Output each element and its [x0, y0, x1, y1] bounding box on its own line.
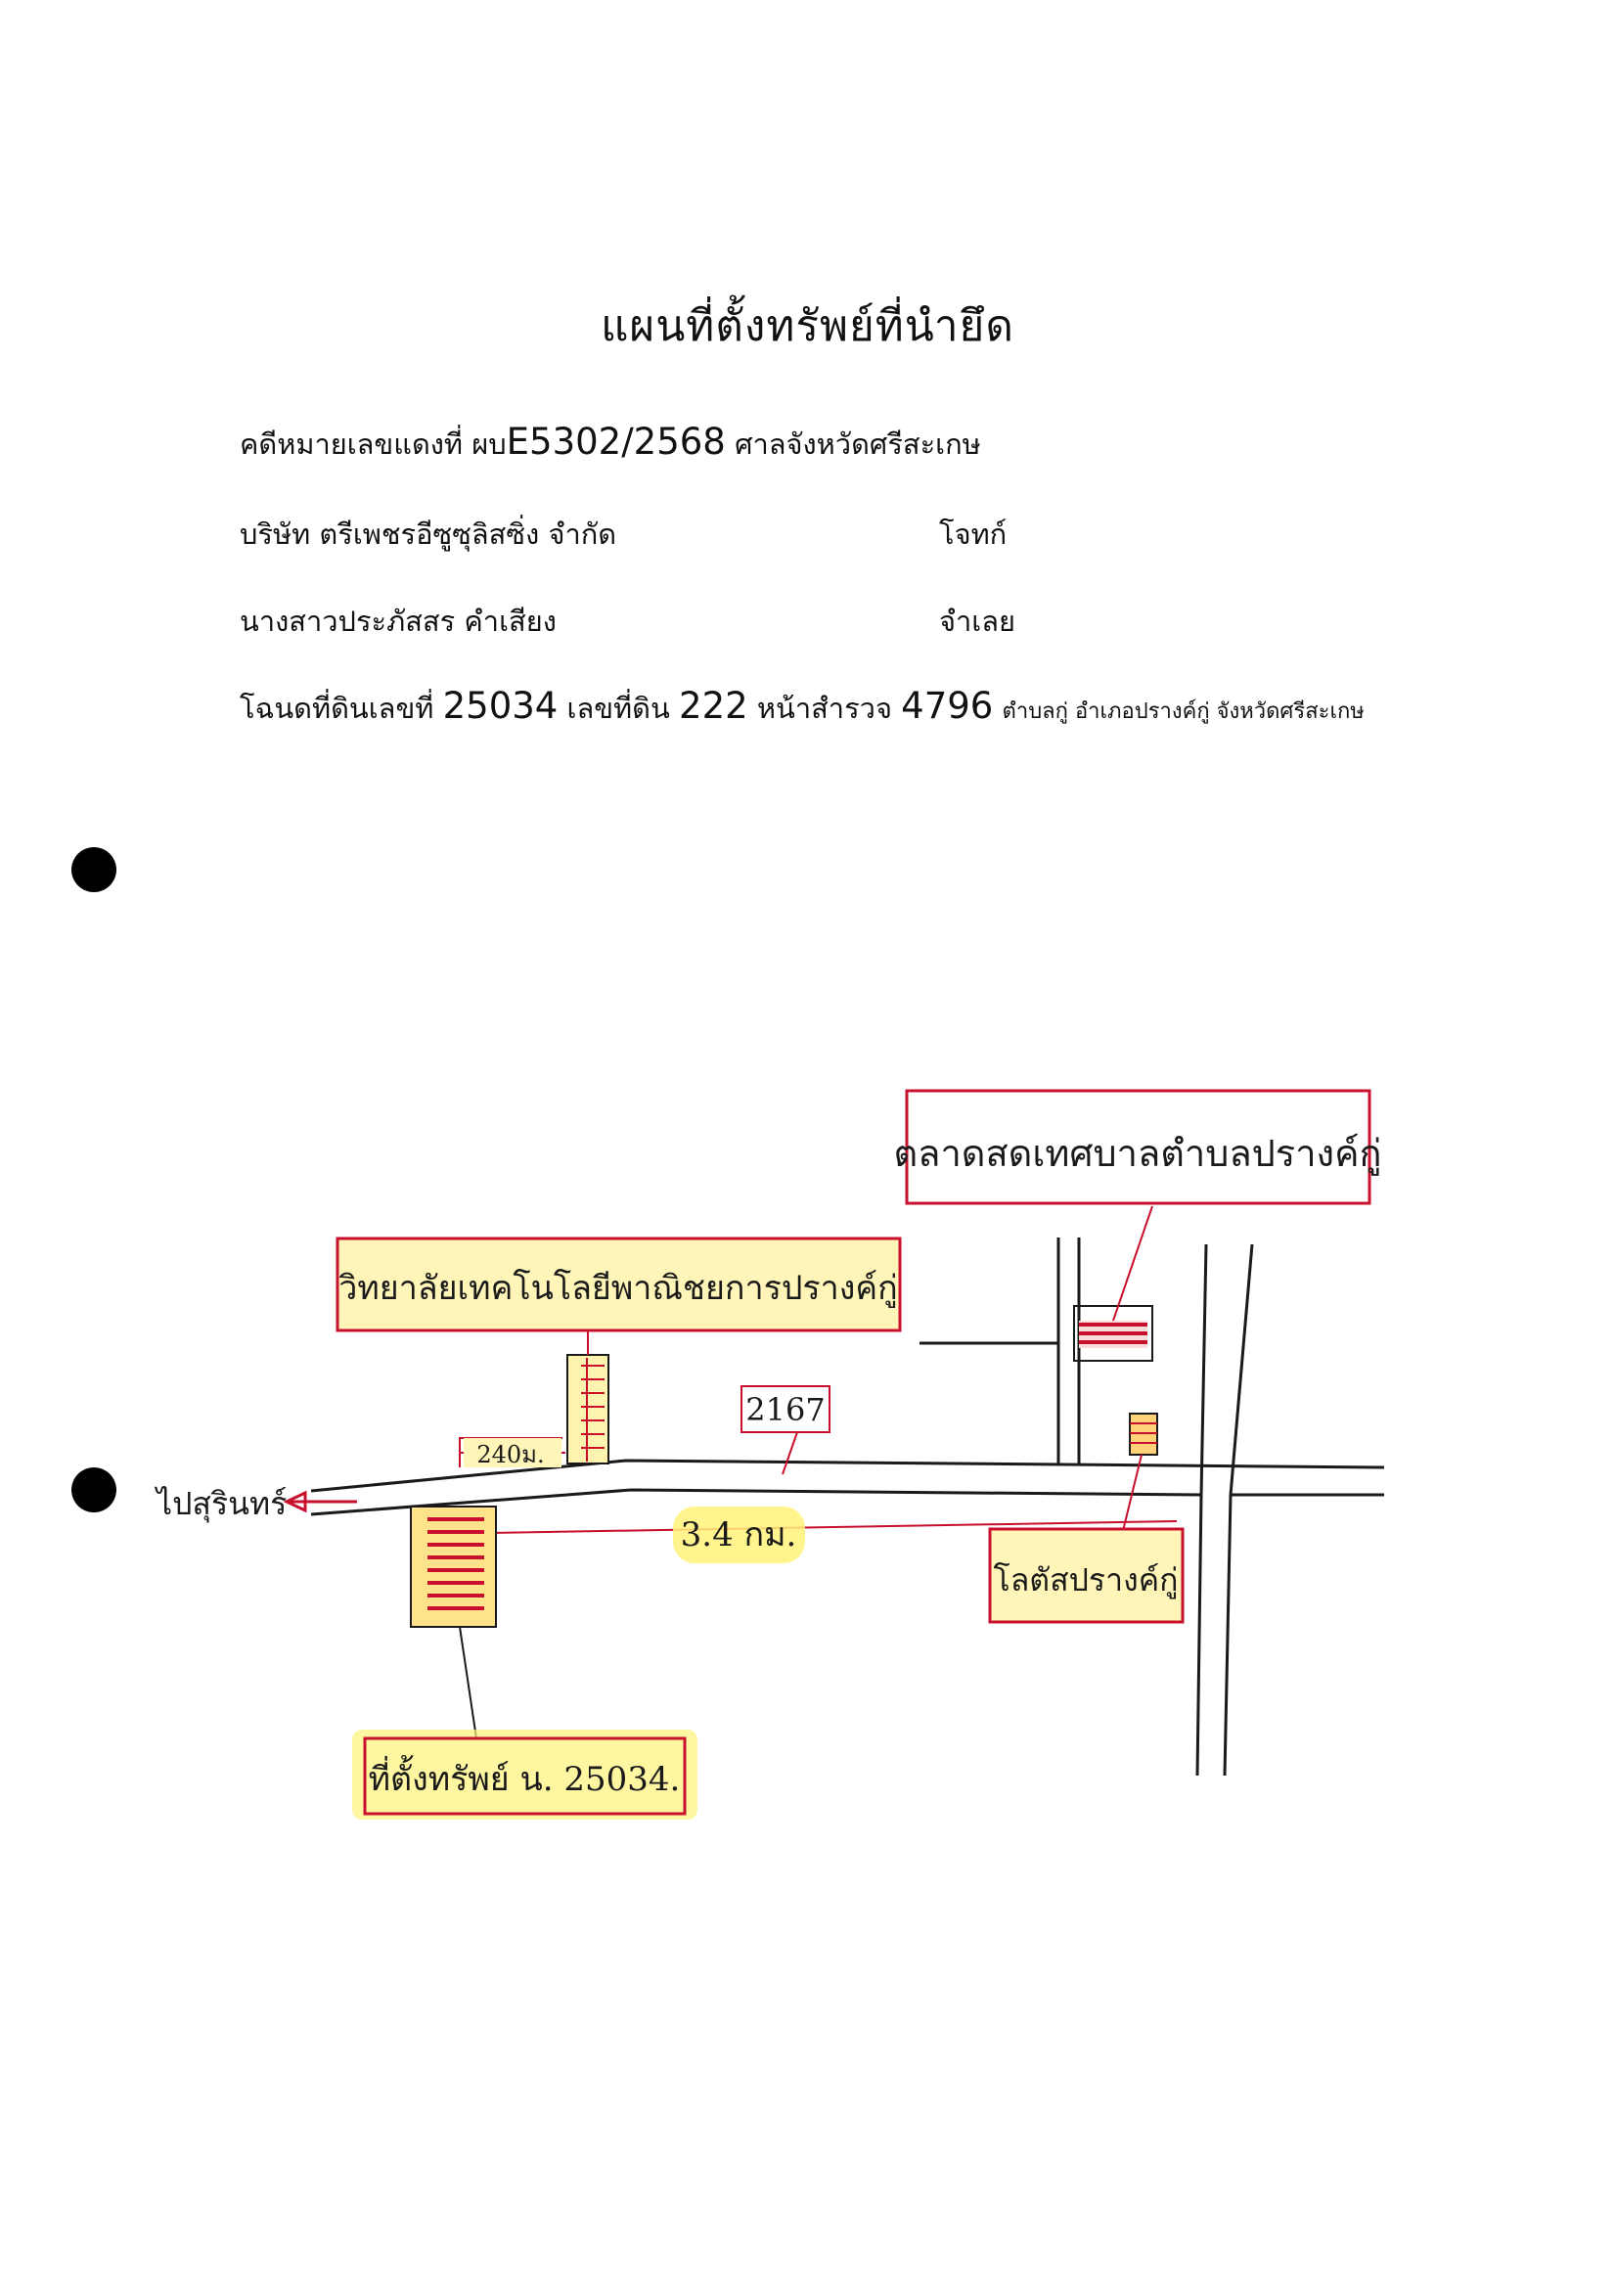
land-no-label: เลขที่ดิน: [566, 692, 670, 725]
direction-label: ไปสุรินทร์: [154, 1485, 287, 1523]
market-label-box: ตลาดสดเทศบาลตำบลปรางค์กู่: [893, 1089, 1382, 1205]
direction-arrow: [283, 1490, 357, 1513]
survey-label: หน้าสำรวจ: [756, 692, 892, 725]
market-label: ตลาดสดเทศบาลตำบลปรางค์กู่: [893, 1132, 1381, 1176]
main-road-top-edge: [310, 1459, 1385, 1493]
defendant-role: จำเลย: [939, 605, 1015, 638]
property-label-box: ที่ตั้งทรัพย์ น. 25034.: [352, 1730, 697, 1820]
road-number-box: 2167: [740, 1385, 830, 1475]
deed-number: 25034: [442, 685, 559, 727]
north-road-right-edge: [1229, 1243, 1254, 1496]
lotus-block: [1122, 1413, 1158, 1532]
college-block: [566, 1327, 609, 1464]
deed-line: โฉนดที่ดินเลขที่ 25034 เลขที่ดิน 222 หน้…: [240, 685, 1365, 731]
property-block: [410, 1506, 497, 1739]
survey-number: 4796: [901, 685, 994, 727]
property-label: ที่ตั้งทรัพย์ น. 25034.: [369, 1755, 681, 1799]
punch-hole-bottom: [71, 1467, 116, 1512]
north-road-left-edge: [1199, 1243, 1208, 1496]
distance-label: 3.4 กม.: [681, 1515, 797, 1554]
document-title: แผนที่ตั้งทรัพย์ที่นำยึด: [601, 301, 1014, 351]
plaintiff-role: โจทก์: [939, 518, 1008, 551]
land-number: 222: [679, 685, 748, 727]
case-label: คดีหมายเลขแดงที่ ผบ: [240, 428, 507, 461]
lotus-label-box: โลตัสปรางค์กู่: [988, 1527, 1185, 1624]
road-number-label: 2167: [745, 1391, 825, 1428]
location-text: ตำบลกู่ อำเภอปรางค์กู่ จังหวัดศรีสะเกษ: [1002, 699, 1365, 724]
distance-line: 3.4 กม.: [488, 1507, 1178, 1563]
deed-label: โฉนดที่ดินเลขที่: [240, 692, 434, 725]
plaintiff-name: บริษัท ตรีเพชรอีซูซุลิสซิ่ง จำกัด: [240, 518, 617, 551]
lotus-label: โลตัสปรางค์กู่: [994, 1561, 1179, 1599]
case-number: E5302/2568: [506, 421, 726, 463]
south-road-left-edge: [1195, 1494, 1203, 1777]
punch-hole-top: [71, 847, 116, 892]
defendant-name: นางสาวประภัสสร คำเสียง: [240, 605, 557, 638]
case-line: คดีหมายเลขแดงที่ ผบE5302/2568 ศาลจังหวัด…: [240, 421, 981, 467]
court-name: ศาลจังหวัดศรีสะเกษ: [735, 428, 981, 461]
college-label-box: วิทยาลัยเทคโนโลยีพาณิชยการปรางค์กู่: [336, 1237, 902, 1332]
college-label: วิทยาลัยเทคโนโลยีพาณิชยการปรางค์กู่: [338, 1269, 897, 1308]
south-road-right-edge: [1223, 1494, 1233, 1777]
distance-240-label: 240ม.: [476, 1441, 544, 1468]
distance-240-box: 240ม.: [459, 1437, 565, 1468]
market-block: [1073, 1205, 1153, 1362]
